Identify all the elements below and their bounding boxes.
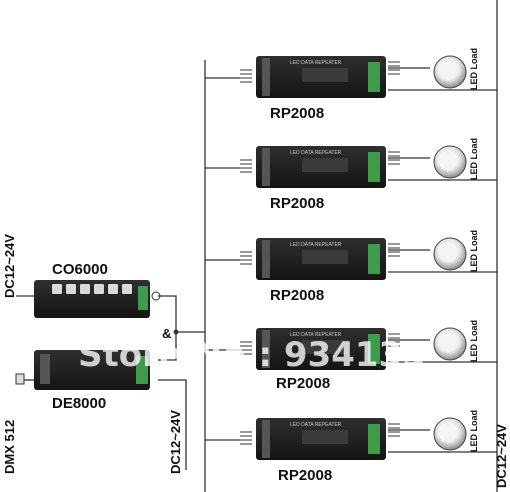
led-lens-icon [438, 332, 458, 352]
repeater-row-1: LED DATA REPEATER RP2008 LED Load [205, 48, 497, 122]
svg-text:LED DATA REPEATER: LED DATA REPEATER [290, 150, 342, 156]
dc-right-label: DC12~24V [494, 424, 509, 488]
svg-text:LED DATA REPEATER: LED DATA REPEATER [290, 242, 342, 248]
led-load-label: LED Load [469, 230, 479, 272]
led-load-label: LED Load [469, 48, 479, 90]
bus-lines [16, 0, 498, 492]
repeater-model-label: RP2008 [278, 467, 332, 484]
led-load-label: LED Load [469, 138, 479, 180]
controller-model-label: CO6000 [52, 261, 108, 278]
repeater-row-5: LED DATA REPEATER RP2008 LED Load [205, 410, 497, 484]
led-lens-icon [438, 242, 458, 262]
repeater-row-4: LED DATA REPEATER RP2008 LED Load [205, 320, 497, 392]
decoder-model-label: DE8000 [52, 395, 106, 412]
dc-decoder-label: DC12~24V [168, 410, 183, 474]
repeater-model-label: RP2008 [270, 287, 324, 304]
led-lens-icon [438, 60, 458, 80]
repeater-row-2: LED DATA REPEATER RP2008 LED Load [205, 138, 497, 212]
repeater-row-3: LED DATA REPEATER RP2008 LED Load [205, 230, 497, 304]
svg-text:LED DATA REPEATER: LED DATA REPEATER [290, 332, 342, 338]
dc-controller-label: DC12~24V [2, 234, 17, 298]
repeater-model-label: RP2008 [270, 195, 324, 212]
svg-text:LED DATA REPEATER: LED DATA REPEATER [290, 60, 342, 66]
led-load-label: LED Load [469, 320, 479, 362]
led-lens-icon [438, 150, 458, 170]
dmx-input-label: DMX 512 [2, 420, 17, 474]
repeater-model-label: RP2008 [276, 375, 330, 392]
led-lens-icon [438, 422, 458, 442]
store-watermark: Store No.: 934133 [78, 335, 426, 375]
repeater-model-label: RP2008 [270, 105, 324, 122]
junction-symbol: & [162, 326, 171, 341]
svg-text:LED DATA REPEATER: LED DATA REPEATER [290, 422, 342, 428]
controller-device: CO6000 [34, 261, 161, 318]
decoder-device: DE8000 [15, 350, 150, 412]
led-load-label: LED Load [469, 410, 479, 452]
